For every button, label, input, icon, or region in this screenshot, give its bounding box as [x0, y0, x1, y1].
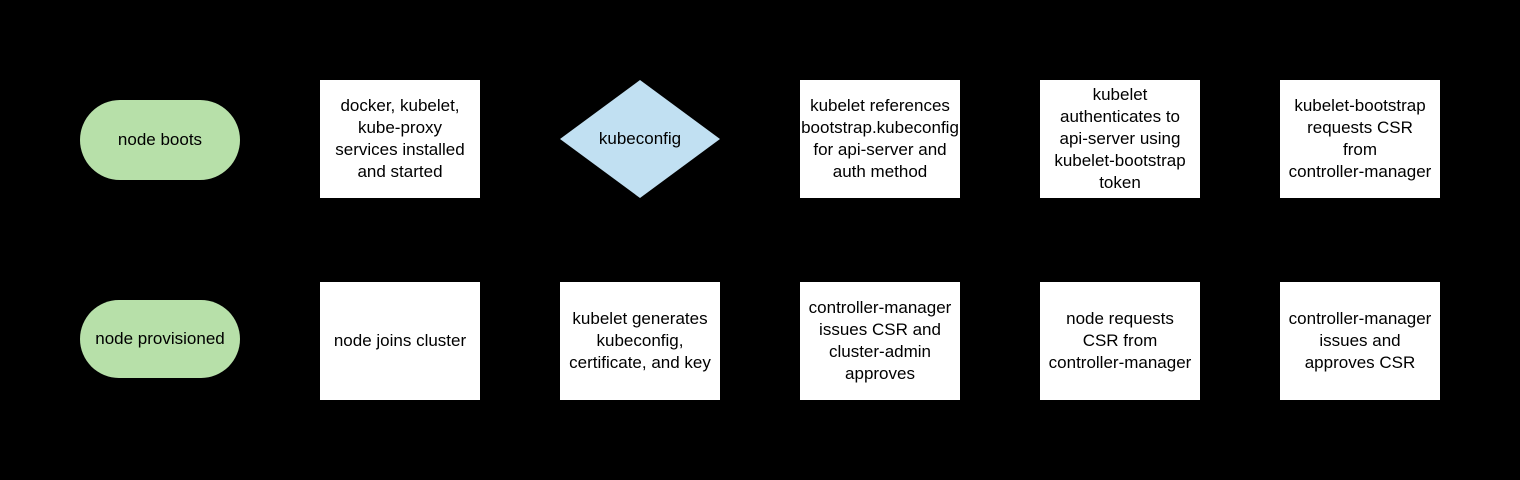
node-label: kubelet references bootstrap.kubeconfig …	[801, 96, 959, 181]
process-node-requests-csr: node requests CSR from controller-manage…	[1040, 282, 1200, 400]
process-controller-manager-issues-csr-cluster-admin-approves: controller-manager issues CSR and cluste…	[800, 282, 960, 400]
node-label: node joins cluster	[333, 331, 467, 350]
node-label: kubelet authenticates to api-server usin…	[1054, 85, 1186, 192]
process-controller-manager-issues-and-approves-csr: controller-manager issues and approves C…	[1280, 282, 1440, 400]
terminator-node-boots: node boots	[80, 100, 240, 180]
process-services-installed: docker, kubelet, kube-proxy services ins…	[320, 80, 480, 198]
node-label: node provisioned	[95, 329, 225, 348]
decision-kubeconfig: kubeconfig	[560, 80, 720, 198]
process-kubelet-references-bootstrap-kubeconfig: kubelet references bootstrap.kubeconfig …	[800, 80, 960, 198]
node-label: node requests CSR from controller-manage…	[1048, 309, 1192, 372]
process-node-joins-cluster: node joins cluster	[320, 282, 480, 400]
terminator-node-provisioned: node provisioned	[80, 300, 240, 378]
process-kubelet-authenticates: kubelet authenticates to api-server usin…	[1040, 80, 1200, 198]
node-label: kubelet generates kubeconfig, certificat…	[569, 309, 711, 372]
node-label: node boots	[117, 130, 203, 149]
process-kubelet-bootstrap-requests-csr: kubelet-bootstrap requests CSR from cont…	[1280, 80, 1440, 198]
node-label: kubelet-bootstrap requests CSR from cont…	[1288, 96, 1432, 181]
node-label: docker, kubelet, kube-proxy services ins…	[335, 96, 465, 181]
node-label: kubeconfig	[598, 129, 682, 148]
process-kubelet-generates-kubeconfig: kubelet generates kubeconfig, certificat…	[560, 282, 720, 400]
node-label: controller-manager issues CSR and cluste…	[808, 298, 952, 383]
node-label: controller-manager issues and approves C…	[1288, 309, 1432, 372]
